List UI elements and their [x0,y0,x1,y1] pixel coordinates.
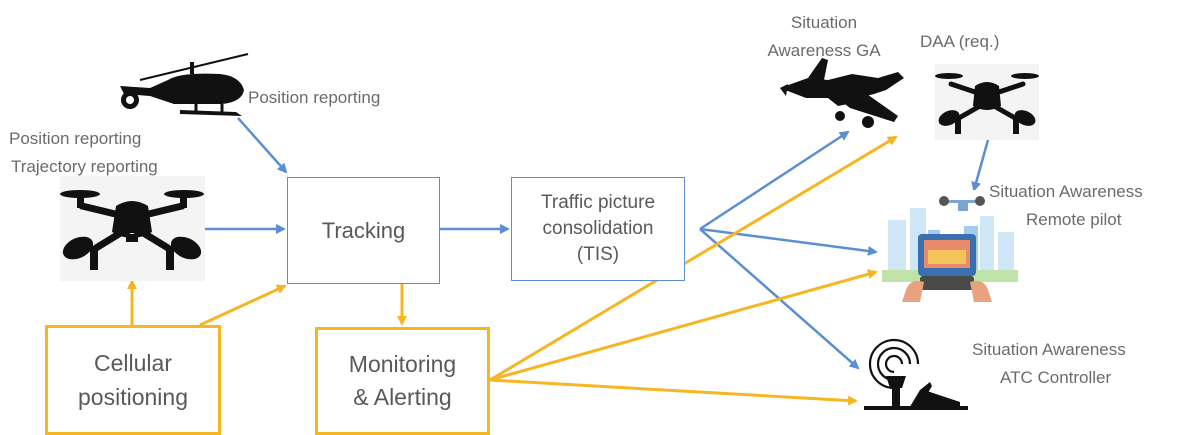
arrow-monitoring-to-atc [489,378,858,406]
general-aviation-plane-icon [780,58,904,128]
tis-label-line1: Traffic picture [540,192,656,213]
tis-box: Traffic picture consolidation (TIS) [511,177,685,281]
remote-pilot-icon [880,190,1020,302]
daa-drone-icon [935,64,1039,140]
arrow-tis-to-ga [699,130,850,231]
tis-label-line2: consolidation [542,218,654,239]
arrow-monitoring-to-ga [489,135,898,382]
quadcopter-drone-icon [60,176,205,281]
monitoring-label-line2: & Alerting [353,384,452,410]
cellular-label-line1: Cellular [94,350,172,376]
arrow-monitoring-to-remote-pilot [489,269,878,382]
cellular-label-line2: positioning [78,384,188,410]
drone-label-line1: Position reporting [9,129,142,148]
helicopter-label: Position reporting [248,88,381,107]
arrow-cellular-to-tracking [199,284,287,327]
drone-label-line2: Trajectory reporting [11,157,158,176]
arrow-daa-to-remote-pilot [971,139,990,192]
remote-pilot-label-line2: Remote pilot [1026,210,1122,229]
helicopter-icon [120,53,249,116]
arrow-helicopter-to-tracking [237,117,288,174]
tracking-box: Tracking [287,177,440,284]
remote-pilot-label-line1: Situation Awareness [989,182,1143,201]
tis-label-line3: (TIS) [576,244,620,265]
monitoring-alerting-box: Monitoring & Alerting [315,327,490,435]
atc-label-line1: Situation Awareness [972,340,1126,359]
atc-tower-icon [864,338,968,410]
tracking-label: Tracking [321,217,406,243]
cellular-positioning-box: Cellular positioning [45,325,221,435]
arrow-tis-to-remote-pilot [699,227,878,256]
ga-label-line2: Awareness GA [767,41,881,60]
ga-label-line1: Situation [790,13,858,32]
monitoring-label-line1: Monitoring [348,351,457,377]
daa-label: DAA (req.) [920,32,1000,51]
atc-label-line2: ATC Controller [1000,368,1112,387]
